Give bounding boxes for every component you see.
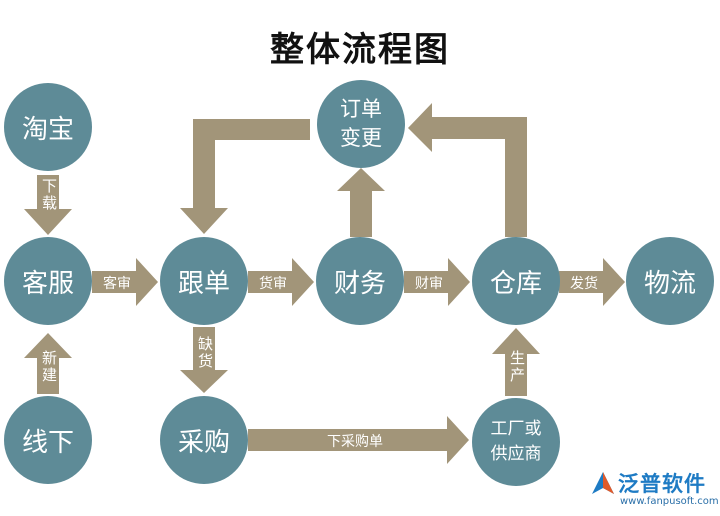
logo-url: www.fanpusoft.com bbox=[620, 496, 719, 507]
arrow-download bbox=[24, 175, 72, 235]
node-order-change-line2: 变更 bbox=[340, 126, 382, 150]
label-goods-review: 货审 bbox=[259, 276, 287, 292]
diagram-title: 整体流程图 bbox=[270, 30, 450, 70]
arrow-customer-review bbox=[92, 258, 158, 306]
node-order-change-line1: 订单 bbox=[340, 97, 382, 121]
fanpu-logo-icon bbox=[592, 472, 614, 494]
label-download: 下载 bbox=[40, 178, 58, 212]
node-purchase[interactable]: 采购 bbox=[160, 396, 248, 484]
label-ship: 发货 bbox=[570, 276, 598, 292]
label-finance-review: 财审 bbox=[415, 276, 443, 292]
node-factory-supplier-line2: 供应商 bbox=[490, 444, 542, 464]
node-order-follow[interactable]: 跟单 bbox=[160, 237, 248, 325]
node-order-change[interactable]: 订单 变更 bbox=[317, 80, 405, 168]
arrow-production bbox=[492, 328, 540, 396]
node-logistics[interactable]: 物流 bbox=[626, 237, 714, 325]
brand-logo: 泛普软件 www.fanpusoft.com bbox=[590, 466, 719, 512]
arrow-new-build bbox=[24, 333, 72, 394]
arrow-warehouse-to-change bbox=[408, 103, 527, 237]
label-new-build: 新建 bbox=[40, 350, 58, 384]
label-production: 生产 bbox=[508, 350, 526, 384]
node-warehouse[interactable]: 仓库 bbox=[472, 237, 560, 325]
node-offline[interactable]: 线下 bbox=[4, 396, 92, 484]
node-factory-supplier[interactable]: 工厂或 供应商 bbox=[472, 398, 560, 486]
label-out-of-stock: 缺货 bbox=[196, 336, 214, 370]
node-factory-supplier-line1: 工厂或 bbox=[490, 419, 542, 439]
arrow-finance-review bbox=[404, 258, 470, 306]
logo-name: 泛普软件 bbox=[618, 472, 706, 496]
node-taobao[interactable]: 淘宝 bbox=[4, 83, 92, 171]
label-customer-review: 客审 bbox=[103, 276, 131, 292]
node-customer-service[interactable]: 客服 bbox=[4, 237, 92, 325]
arrow-out-of-stock bbox=[180, 327, 228, 393]
node-finance[interactable]: 财务 bbox=[316, 237, 404, 325]
arrow-ship bbox=[559, 258, 625, 306]
arrow-finance-to-change bbox=[337, 168, 385, 237]
arrow-change-to-followup bbox=[180, 119, 310, 234]
arrow-place-purchase bbox=[248, 416, 469, 464]
arrow-goods-review bbox=[248, 258, 314, 306]
label-place-purchase: 下采购单 bbox=[327, 434, 383, 450]
